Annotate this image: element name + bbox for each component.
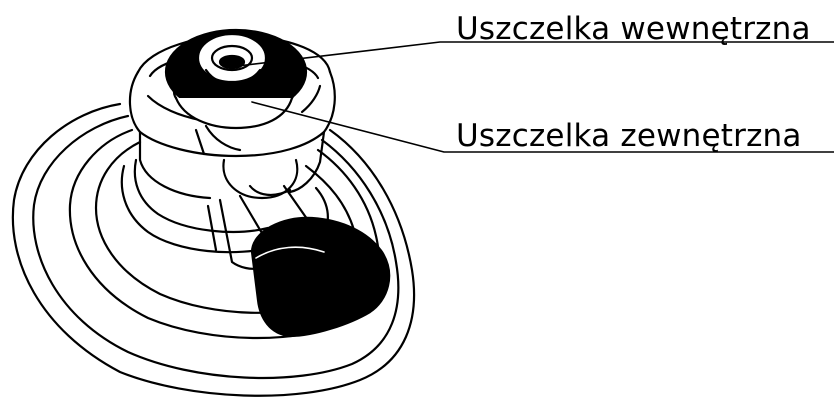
leader-outer-seal [251,101,834,153]
label-inner-seal: Uszczelka wewnętrzna [456,11,811,47]
label-outer-seal: Uszczelka zewnętrzna [456,118,802,154]
control-knob [250,216,391,338]
leader-inner-seal [237,41,834,67]
callout-leaders [237,41,834,153]
inner-seal [196,32,268,86]
